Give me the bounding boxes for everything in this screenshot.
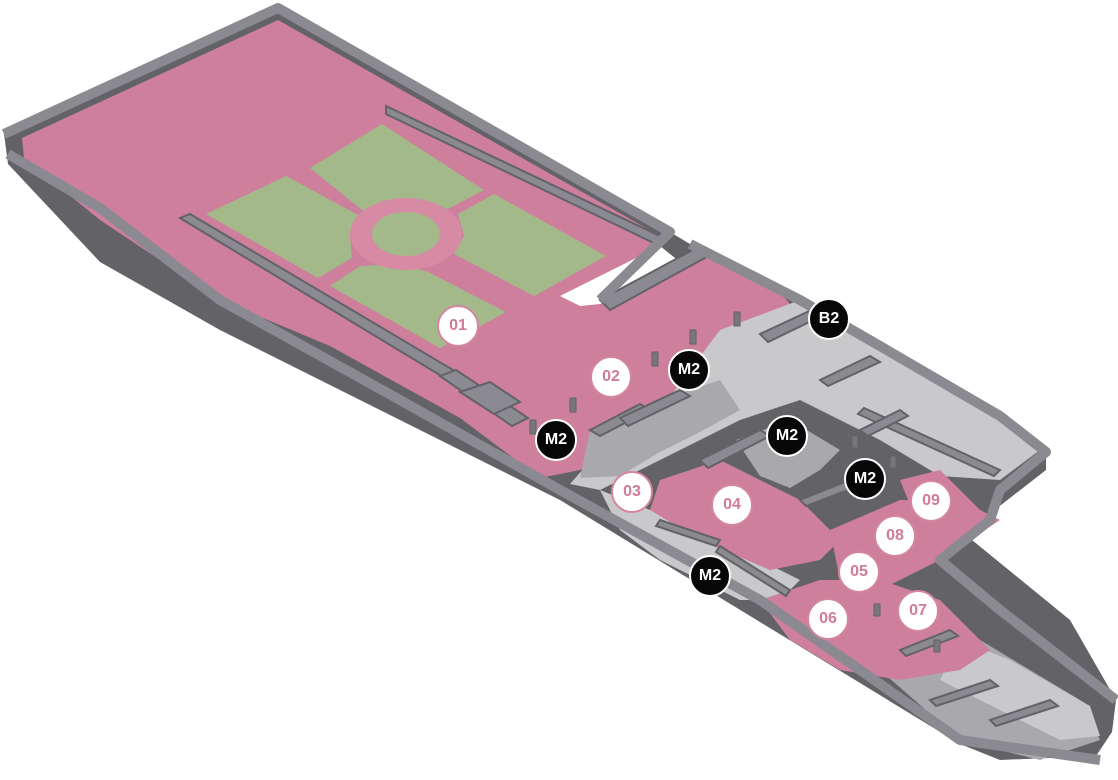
lift-m2-marker[interactable]: M2 [766, 415, 808, 457]
room-08-marker[interactable]: 08 [874, 515, 916, 557]
lift-m2-marker[interactable]: M2 [689, 555, 731, 597]
lift-m2-marker[interactable]: M2 [844, 458, 886, 500]
room-01-marker[interactable]: 01 [437, 305, 479, 347]
interior-walls [177, 104, 1061, 728]
outer-wall-top [1, 3, 675, 304]
pillars [529, 311, 941, 653]
outer-wall-top-south [5, 149, 1101, 765]
lift-m2-marker[interactable]: M2 [535, 419, 577, 461]
room-09-marker[interactable]: 09 [910, 480, 952, 522]
room-02-marker[interactable]: 02 [590, 356, 632, 398]
corridor-zone-east [940, 640, 1100, 740]
room-07-marker[interactable]: 07 [897, 590, 939, 632]
room-03-marker[interactable]: 03 [611, 471, 653, 513]
service-zone-a [580, 380, 740, 478]
stair-b2-marker[interactable]: B2 [808, 298, 850, 340]
room-05-marker[interactable]: 05 [838, 551, 880, 593]
lift-m2-marker[interactable]: M2 [668, 349, 710, 391]
room-06-marker[interactable]: 06 [807, 598, 849, 640]
room-04-marker[interactable]: 04 [711, 484, 753, 526]
